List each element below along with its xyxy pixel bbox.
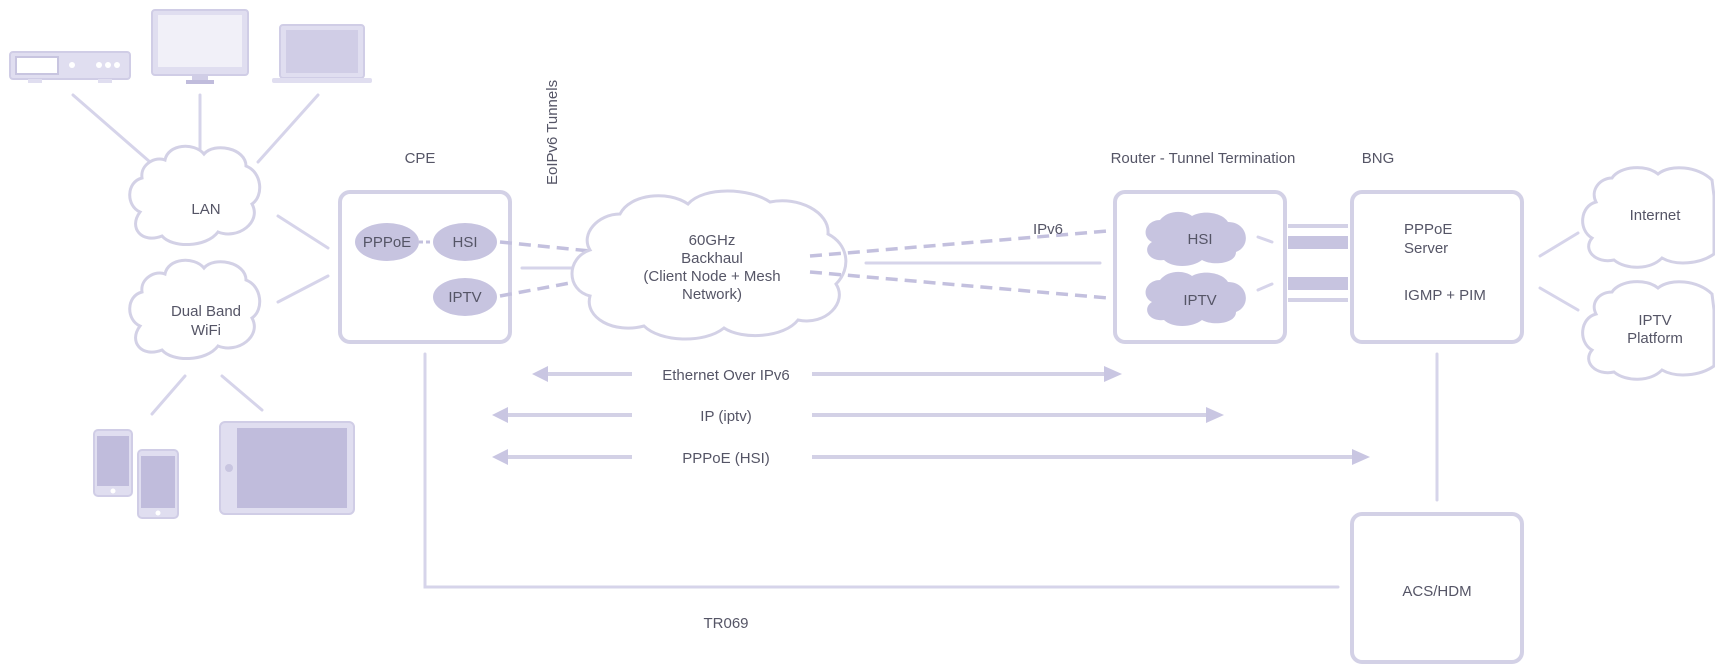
ethernet-over-ipv6-label: Ethernet Over IPv6 [662, 367, 790, 384]
tr069-label: TR069 [703, 615, 748, 632]
bng-label: BNG [1362, 150, 1395, 167]
laptop-icon [272, 24, 372, 83]
cpe-pppoe-oval [355, 223, 419, 261]
internet-cloud: Internet [1581, 166, 1715, 269]
pppoe-server-line2: Server [1404, 240, 1448, 257]
backhaul-line4: Network) [682, 286, 742, 303]
cpe-label: CPE [405, 150, 436, 167]
iptv-platform-cloud: IPTV Platform [1581, 280, 1715, 381]
iptv-tunnel-dashed-router [809, 270, 1109, 300]
cpe-link [276, 214, 330, 250]
bng-box [1350, 190, 1524, 344]
acs-hdm-label: ACS/HDM [1402, 583, 1471, 600]
pppoe-server-line1: PPPoE [1404, 221, 1452, 238]
cpe-pppoe-label: PPPoE [363, 234, 411, 251]
phone-icon [137, 449, 179, 519]
lan-link [256, 93, 320, 164]
router-iptv-cloud: IPTV [1145, 271, 1246, 326]
phone-icon [93, 429, 133, 497]
backhaul-line2: Backhaul [681, 250, 743, 267]
lan-cloud: LAN [128, 144, 262, 247]
acs-hdm-box [1350, 512, 1524, 664]
cpe-hsi-label: HSI [452, 234, 477, 251]
router-iptv-label: IPTV [1183, 292, 1216, 309]
internet-label: Internet [1630, 207, 1682, 224]
pppoe-hsi-flow: PPPoE (HSI) [492, 449, 1370, 467]
desktop-monitor-icon [151, 9, 249, 84]
ipv6-label: IPv6 [1033, 221, 1063, 238]
wifi-cloud: Dual Band WiFi [128, 258, 262, 361]
internet-link [1538, 231, 1580, 258]
router-hsi-label: HSI [1187, 231, 1212, 248]
tablet-icon [219, 421, 355, 515]
wifi-link [150, 374, 187, 416]
backhaul-cloud: 60GHz Backhaul (Client Node + Mesh Netwo… [570, 189, 848, 341]
cpe-iptv-oval [433, 278, 497, 316]
router-hsi-cloud: HSI [1145, 211, 1246, 266]
lan-link [71, 93, 152, 164]
wifi-label-line2: WiFi [191, 322, 221, 339]
iptv-platform-line2: Platform [1627, 330, 1683, 347]
set-top-box-icon [9, 51, 131, 83]
wifi-link [220, 374, 264, 412]
iptv-platform-link [1538, 286, 1580, 312]
router-label: Router - Tunnel Termination [1111, 150, 1296, 167]
tr069-link [423, 352, 1340, 589]
ip-iptv-flow: IP (iptv) [492, 407, 1224, 425]
wifi-label-line1: Dual Band [171, 303, 241, 320]
ethernet-over-ipv6-flow: Ethernet Over IPv6 [532, 366, 1122, 384]
eolpv6-tunnels-label: EoIPv6 Tunnels [544, 80, 561, 185]
cpe-link [276, 274, 330, 304]
iptv-platform-line1: IPTV [1638, 312, 1671, 329]
pppoe-hsi-label: PPPoE (HSI) [682, 450, 770, 467]
cpe-hsi-oval [433, 223, 497, 261]
backhaul-line3: (Client Node + Mesh [643, 268, 780, 285]
ip-iptv-label: IP (iptv) [700, 408, 751, 425]
backhaul-line1: 60GHz [689, 232, 736, 249]
cpe-box [338, 190, 512, 344]
igmp-pim-label: IGMP + PIM [1404, 287, 1486, 304]
cpe-iptv-label: IPTV [448, 289, 481, 306]
lan-label: LAN [191, 201, 220, 218]
hsi-tunnel-dashed-router [809, 229, 1109, 258]
